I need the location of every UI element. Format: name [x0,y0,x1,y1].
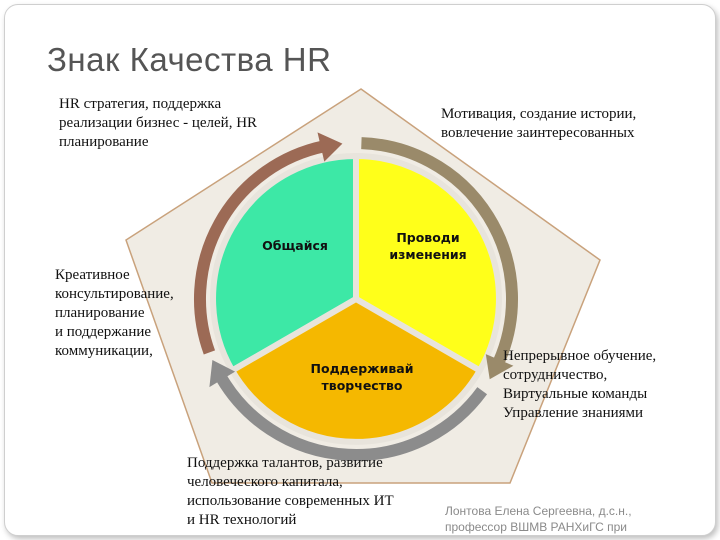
label-creativity: Поддерживай творчество [311,361,414,393]
circular-arrows [194,132,518,461]
label-communicate-line: Общайся [262,238,328,253]
arrow-right [361,137,518,365]
label-communicate: Общайся [262,238,328,253]
text-block-motivation: Мотивация, создание истории, вовлечение … [441,106,637,141]
author-credit: Лонтова Елена Сергеевна, д.с.н., професс… [445,503,675,535]
author-credit-text: Лонтова Елена Сергеевна, д.с.н., професс… [445,504,632,534]
pie-segments [210,153,502,445]
arrow-bottom [215,373,488,461]
segment-creativity [229,296,483,445]
arrow-bottom-head [209,360,236,388]
text-block-talents: Поддержка талантов, развитие человеческо… [187,455,394,528]
text-block-learning: Непрерывное обучение, сотрудничество, Ви… [503,348,657,421]
label-change: Проводи изменения [389,230,466,262]
label-creativity-line: творчество [322,378,403,393]
arrow-right-head [485,354,514,380]
text-block-strategy: HR стратегия, поддержка реализации бизне… [59,96,258,150]
arrow-left [194,140,325,355]
label-creativity-line: Поддерживай [311,361,414,376]
label-change-line: Проводи [396,230,459,245]
text-block-consulting: Креативное консультирование, планировани… [55,267,174,359]
slide-title: Знак Качества HR [47,41,332,78]
label-change-line: изменения [389,247,466,262]
arrow-left-head [317,132,343,162]
